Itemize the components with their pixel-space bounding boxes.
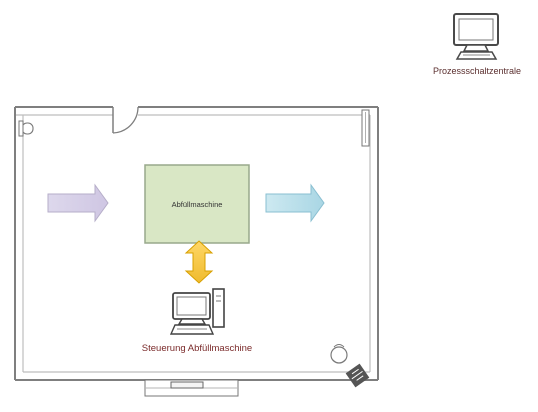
machine-control-label: Steuerung Abfüllmaschine	[142, 343, 252, 354]
process-control-center: Prozessschaltzentrale	[433, 13, 521, 76]
output-flow-arrow	[265, 183, 325, 223]
window-bottom	[144, 379, 239, 397]
filling-machine-label: Abfüllmaschine	[172, 200, 223, 209]
window-right	[361, 109, 370, 147]
computer-icon	[453, 13, 499, 60]
machine-control-station: Steuerung Abfüllmaschine	[142, 288, 252, 354]
input-flow-arrow	[47, 183, 109, 223]
filling-machine-box: Abfüllmaschine	[144, 164, 250, 244]
door	[112, 106, 139, 134]
control-connection-arrow	[184, 240, 214, 284]
wall-fixture-top-left	[18, 120, 34, 137]
chair-bottom-right	[330, 344, 348, 364]
equipment-corner-icon	[345, 363, 370, 388]
process-control-center-label: Prozessschaltzentrale	[433, 66, 521, 76]
computer-icon	[169, 288, 225, 335]
